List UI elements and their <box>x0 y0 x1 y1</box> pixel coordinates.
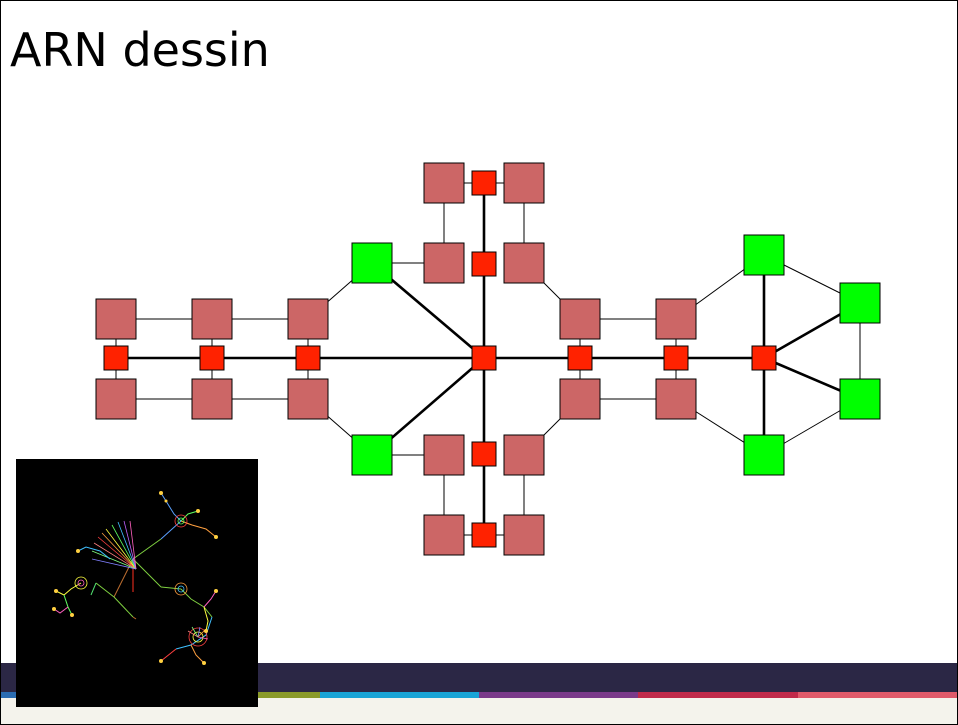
stem-node-rt2 <box>471 170 497 196</box>
pair-node-p6t <box>655 298 697 340</box>
pair-node-p5b <box>559 378 601 420</box>
pair-node-pb2l <box>423 514 465 556</box>
footer-stripe-segment <box>319 692 479 698</box>
stem-node-r7 <box>751 345 777 371</box>
pair-node-p5t <box>559 298 601 340</box>
loop-node-gbr <box>743 434 785 476</box>
stem-node-r2 <box>199 345 225 371</box>
loop-node-gtr <box>743 234 785 276</box>
stem-node-rb1 <box>471 441 497 467</box>
pair-node-p6b <box>655 378 697 420</box>
stem-node-r6 <box>663 345 689 371</box>
pair-node-p2t <box>191 298 233 340</box>
stem-node-r1 <box>103 345 129 371</box>
pair-node-p2b <box>191 378 233 420</box>
pair-node-pt2l <box>423 162 465 204</box>
pair-node-pt1r <box>503 242 545 284</box>
pair-node-p1b <box>95 378 137 420</box>
rna-drawing-thumbnail <box>16 459 258 707</box>
stem-node-rt1 <box>471 251 497 277</box>
pair-node-pb1r <box>503 434 545 476</box>
pair-node-p1t <box>95 298 137 340</box>
stem-node-rb2 <box>471 522 497 548</box>
pair-node-pt2r <box>503 162 545 204</box>
footer-stripe-segment <box>478 692 639 698</box>
loop-node-gr1 <box>839 282 881 324</box>
loop-node-gbl <box>351 434 393 476</box>
pair-node-pb2r <box>503 514 545 556</box>
loop-node-gtl <box>351 242 393 284</box>
pair-node-p3b <box>287 378 329 420</box>
pair-node-pb1l <box>423 434 465 476</box>
slide-title: ARN dessin <box>10 23 270 77</box>
footer-stripe-segment <box>638 692 798 698</box>
pair-node-p3t <box>287 298 329 340</box>
stem-node-rc <box>471 345 497 371</box>
footer-stripe-segment <box>797 692 957 698</box>
loop-node-gr2 <box>839 378 881 420</box>
stem-node-r3 <box>295 345 321 371</box>
stem-node-r5 <box>567 345 593 371</box>
pair-node-pt1l <box>423 242 465 284</box>
